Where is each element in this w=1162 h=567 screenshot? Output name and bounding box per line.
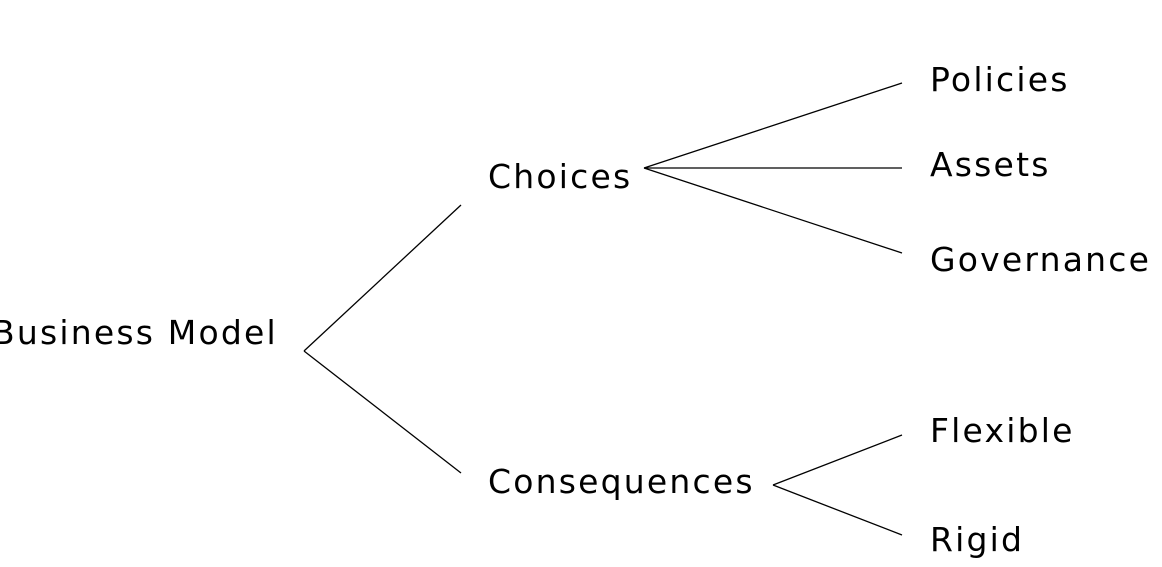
- edge-choices-policies: [643, 82, 903, 169]
- node-rigid: Rigid: [930, 520, 1025, 559]
- node-choices: Choices: [488, 157, 633, 196]
- node-flexible: Flexible: [930, 411, 1075, 450]
- edge-choices-governance: [643, 167, 903, 254]
- node-consequences: Consequences: [488, 462, 755, 501]
- node-governance: Governance: [930, 240, 1152, 279]
- node-assets: Assets: [930, 145, 1051, 184]
- edge-root-consequences: [303, 350, 462, 474]
- edge-consequences-rigid: [772, 484, 903, 536]
- node-policies: Policies: [930, 60, 1070, 99]
- edge-root-choices: [303, 204, 462, 352]
- node-business-model: Business Model: [0, 313, 278, 352]
- edge-consequences-flexible: [772, 434, 903, 486]
